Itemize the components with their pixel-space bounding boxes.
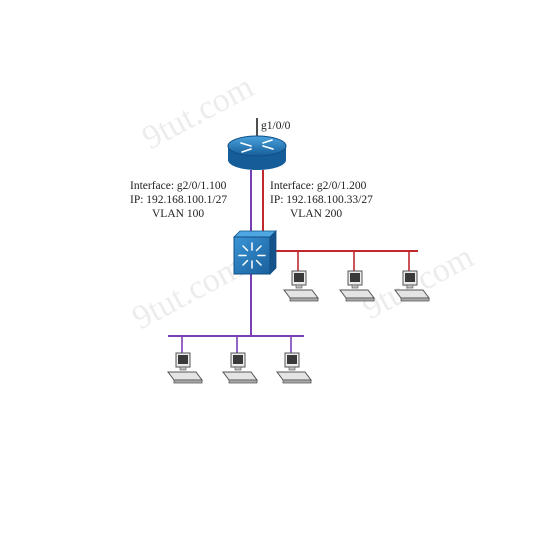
left-interface-label: Interface: g2/0/1.100 — [130, 180, 227, 192]
vlan200-host-1-computer-icon — [283, 270, 319, 302]
right-subinterface-labels: Interface: g2/0/1.200 IP: 192.168.100.33… — [270, 180, 373, 220]
vlan100-host-1-computer-icon — [167, 352, 203, 384]
vlan100-host-2-computer-icon — [222, 352, 258, 384]
left-subinterface-labels: Interface: g2/0/1.100 IP: 192.168.100.1/… — [130, 180, 227, 220]
right-ip-label: IP: 192.168.100.33/27 — [270, 194, 373, 206]
left-vlan-label: VLAN 100 — [152, 208, 204, 220]
vlan200-host-2-computer-icon — [339, 270, 375, 302]
multilayer-switch-icon — [233, 230, 277, 275]
watermark-text-2: 9tut.com — [126, 248, 249, 337]
right-interface-label: Interface: g2/0/1.200 — [270, 180, 367, 192]
left-ip-label: IP: 192.168.100.1/27 — [130, 194, 227, 206]
router-icon — [227, 135, 287, 170]
uplink-port-label: g1/0/0 — [261, 120, 291, 132]
right-vlan-label: VLAN 200 — [290, 208, 342, 220]
vlan100-host-3-computer-icon — [276, 352, 312, 384]
